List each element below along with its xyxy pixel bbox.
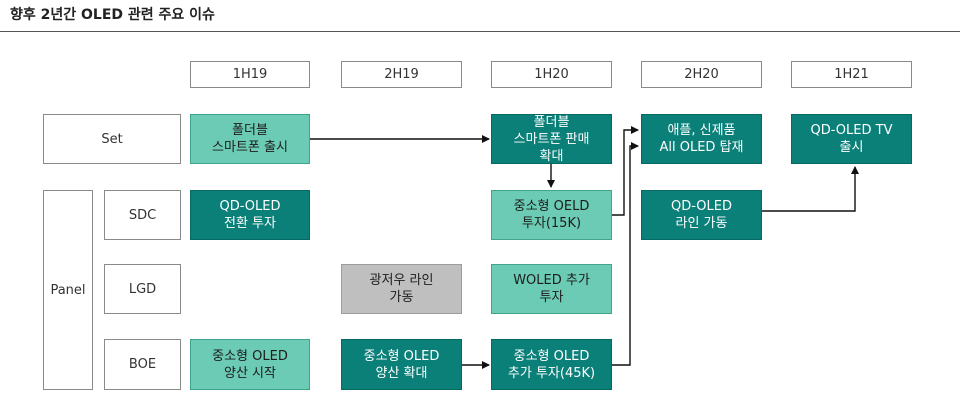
event-sdc-qd-oled-line-operation: QD-OLED 라인 가동 xyxy=(641,190,762,240)
row-label-lgd: LGD xyxy=(104,264,181,314)
title-divider xyxy=(0,31,960,32)
event-sdc-small-medium-investment: 중소형 OELD 투자(15K) xyxy=(491,190,612,240)
event-set-foldable-launch: 폴더블 스마트폰 출시 xyxy=(190,114,310,164)
row-label-boe: BOE xyxy=(104,339,181,390)
row-label-panel: Panel xyxy=(43,190,93,390)
event-set-foldable-sales-expansion: 폴더블 스마트폰 판매 확대 xyxy=(491,114,612,164)
period-header-2h19: 2H19 xyxy=(341,61,462,88)
period-header-1h19: 1H19 xyxy=(190,61,310,88)
event-set-qd-oled-tv-launch: QD-OLED TV 출시 xyxy=(791,114,912,164)
event-boe-mass-production-start: 중소형 OLED 양산 시작 xyxy=(190,339,310,390)
event-sdc-qd-oled-investment: QD-OLED 전환 투자 xyxy=(190,190,310,240)
page-title: 향후 2년간 OLED 관련 주요 이슈 xyxy=(10,7,215,23)
period-header-1h21: 1H21 xyxy=(791,61,912,88)
event-lgd-woled-additional-investment: WOLED 추가 투자 xyxy=(491,264,612,314)
period-header-2h20: 2H20 xyxy=(641,61,762,88)
event-set-apple-all-oled: 애플, 신제품 All OLED 탑재 xyxy=(641,114,762,164)
period-header-1h20: 1H20 xyxy=(491,61,612,88)
row-label-sdc: SDC xyxy=(104,190,181,240)
event-boe-mass-production-expansion: 중소형 OLED 양산 확대 xyxy=(341,339,462,390)
arrow-sdc-2h20-to-qd-oled-tv xyxy=(762,166,859,212)
row-label-set: Set xyxy=(43,114,181,164)
arrow-boe-1h20-to-apple xyxy=(612,142,639,366)
event-lgd-guangzhou-line-operation: 광저우 라인 가동 xyxy=(341,264,462,314)
event-boe-additional-investment: 중소형 OLED 추가 투자(45K) xyxy=(491,339,612,390)
arrow-sdc-1h20-to-apple xyxy=(612,126,639,216)
